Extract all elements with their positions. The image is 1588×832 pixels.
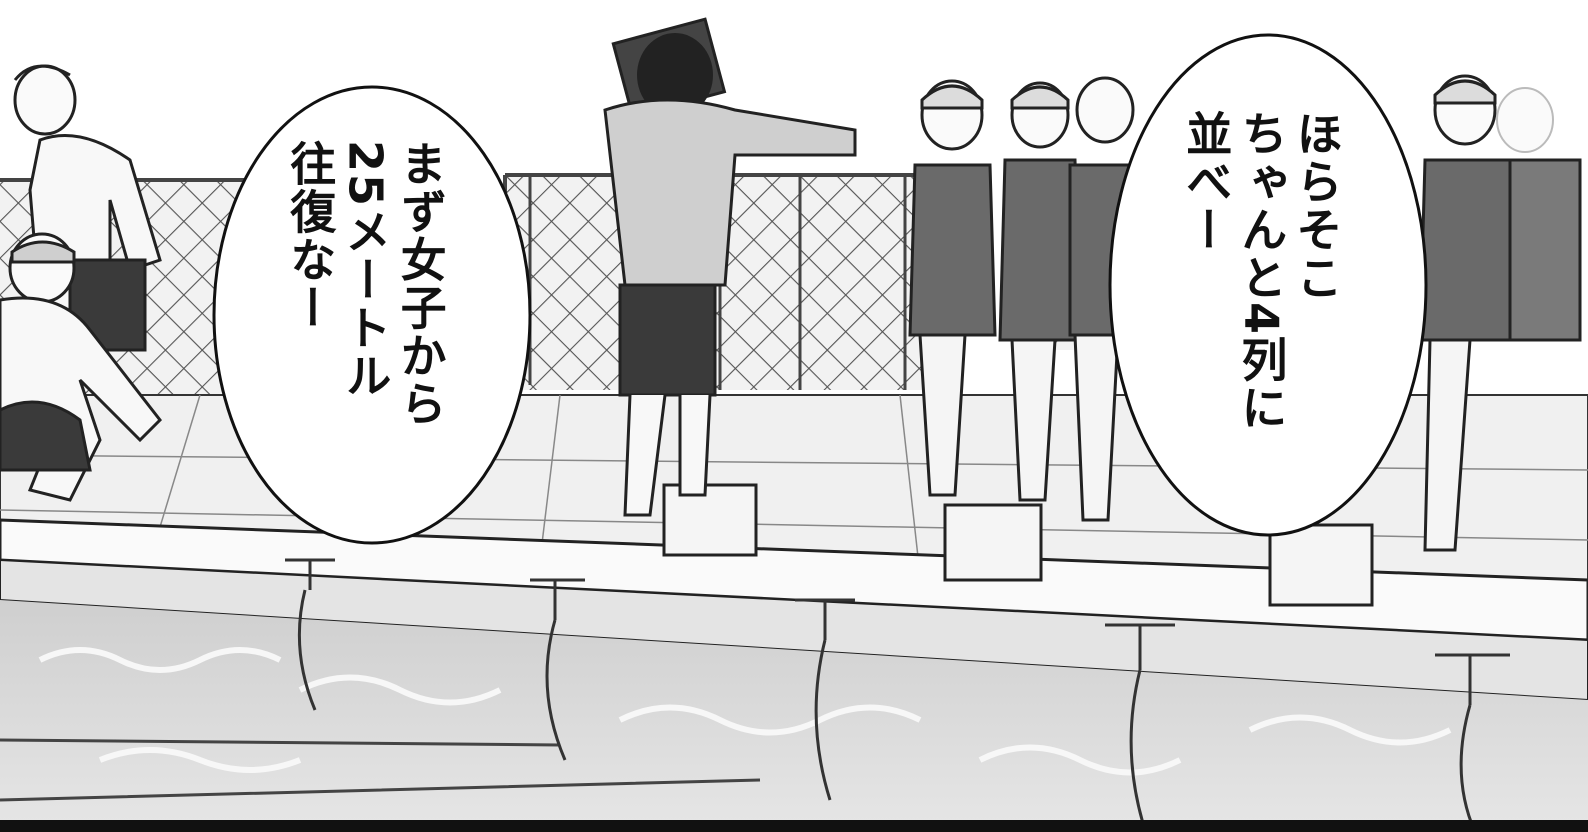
girls-group: [908, 74, 1582, 552]
bubble-line: まず女子から: [393, 140, 448, 428]
bubble-line: 並べー: [1179, 110, 1234, 254]
pool-edge: [0, 518, 1588, 702]
boy-crouching: [0, 232, 162, 502]
teacher-pointing: [603, 17, 857, 517]
speech-bubble-right: [1108, 33, 1428, 537]
lane-ropes: [285, 558, 1510, 832]
pool-water: [0, 600, 1588, 832]
starting-blocks: [662, 483, 1374, 607]
speech-bubble-left-text: まず女子から 25メートル 往復なー: [282, 140, 448, 500]
bubble-line: 往復なー: [283, 140, 338, 332]
bubble-line: ちゃんと4列に: [1234, 110, 1289, 433]
speech-bubble-right-text: ほらそこ ちゃんと4列に 並べー: [1178, 110, 1344, 510]
bubble-line: 25メートル: [338, 140, 393, 401]
bubble-line: ほらそこ: [1289, 110, 1344, 302]
speech-bubble-left: [212, 85, 532, 545]
